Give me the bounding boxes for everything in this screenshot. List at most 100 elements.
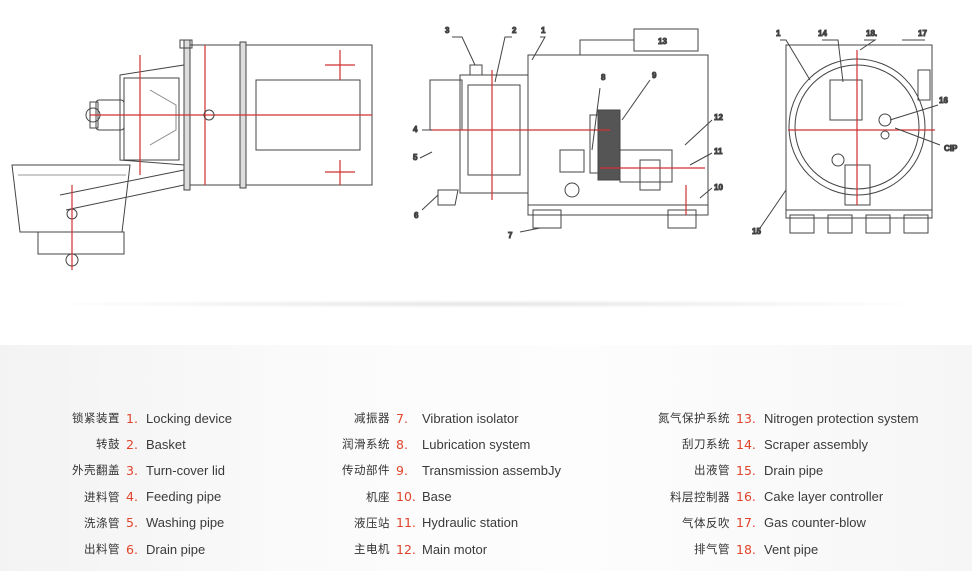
- legend-en: Main motor: [422, 541, 488, 557]
- legend-zh: 转鼓: [96, 437, 120, 452]
- callout-10: 10: [714, 183, 723, 192]
- legend-en: Cake layer controller: [764, 489, 884, 505]
- legend-item: 转鼓 2. Basket: [48, 431, 232, 457]
- legend-item: 出料管 6. Drain pipe: [48, 536, 232, 562]
- callout-7: 7: [508, 231, 513, 240]
- legend-en: Drain pipe: [764, 462, 824, 478]
- legend-item: 刮刀系统 14. Scraper assembly: [644, 431, 919, 457]
- legend-num: 1.: [126, 410, 138, 426]
- legend-en: Vent pipe: [764, 541, 819, 557]
- legend-num: 14.: [736, 436, 756, 452]
- legend-en: Lubrication system: [422, 436, 531, 452]
- legend-en: Turn-cover lid: [146, 462, 225, 478]
- callout-17: 17: [918, 29, 927, 38]
- legend-item: 液压站 11. Hydraulic station: [328, 510, 561, 536]
- legend-num: 17.: [736, 515, 756, 531]
- callout-12: 12: [714, 113, 723, 122]
- legend-num: 11.: [396, 515, 416, 531]
- legend-item: 出液管 15. Drain pipe: [644, 457, 919, 483]
- legend-item: 润滑系统 8. Lubrication system: [328, 431, 561, 457]
- legend-item: 洗涤管 5. Washing pipe: [48, 510, 232, 536]
- legend-zh: 锁紧装置: [72, 411, 120, 426]
- legend-zh: 传动部件: [342, 463, 390, 478]
- legend-item: 气体反吹 17. Gas counter-blow: [644, 510, 919, 536]
- legend-column-1: 锁紧装置 1. Locking device 转鼓 2. Basket 外壳翻盖 3. Tu…: [48, 405, 232, 562]
- callout-1-front: 1: [776, 29, 781, 38]
- legend-item: 外壳翻盖 3. Turn-cover lid: [48, 457, 232, 483]
- legend-zh: 排气管: [694, 542, 730, 557]
- legend-en: Transmission assembJy: [422, 462, 561, 478]
- callout-2: 2: [512, 26, 517, 35]
- legend-item: 传动部件 9. Transmission assembJy: [328, 457, 561, 483]
- legend-zh: 液压站: [354, 515, 390, 530]
- callout-9: 9: [652, 71, 657, 80]
- legend-zh: 减振器: [354, 411, 390, 426]
- parts-legend: 锁紧装置 1. Locking device 转鼓 2. Basket 外壳翻盖 3. Tu…: [0, 345, 972, 571]
- legend-en: Gas counter-blow: [764, 515, 866, 531]
- legend-num: 2.: [126, 436, 138, 452]
- legend-zh: 外壳翻盖: [72, 463, 120, 478]
- callout-18: 18.: [866, 29, 877, 38]
- legend-zh: 出料管: [84, 542, 120, 557]
- legend-zh: 润滑系统: [342, 437, 390, 452]
- legend-item: 排气管 18. Vent pipe: [644, 536, 919, 562]
- legend-item: 主电机 12. Main motor: [328, 536, 561, 562]
- callout-11: 11: [714, 147, 723, 156]
- callout-5: 5: [413, 153, 418, 162]
- callout-6: 6: [414, 211, 419, 220]
- callout-4: 4: [413, 125, 418, 134]
- legend-zh: 出液管: [694, 463, 730, 478]
- divider-shadow: [30, 300, 942, 308]
- legend-column-3: 氮气保护系统 13. Nitrogen protection system 刮刀系统…: [644, 405, 919, 562]
- callout-8: 8: [601, 73, 606, 82]
- callout-1: 1: [541, 26, 546, 35]
- legend-item: 进料管 4. Feeding pipe: [48, 484, 232, 510]
- legend-zh: 机座: [366, 489, 390, 504]
- legend-en: Nitrogen protection system: [764, 410, 919, 426]
- legend-num: 16.: [736, 489, 756, 505]
- legend-num: 12.: [396, 541, 416, 557]
- legend-num: 9.: [396, 462, 408, 478]
- centrifuge-technical-drawing: 3 2 1 13 8 9 4 12 5 11 10 6 7: [11, 26, 959, 270]
- legend-num: 6.: [126, 541, 138, 557]
- callout-15: 15: [752, 227, 761, 236]
- legend-zh: 料层控制器: [670, 489, 730, 504]
- legend-num: 7.: [396, 410, 408, 426]
- legend-en: Drain pipe: [146, 541, 206, 557]
- legend-en: Feeding pipe: [146, 489, 222, 505]
- callout-14: 14: [818, 29, 827, 38]
- callout-3: 3: [445, 26, 450, 35]
- legend-zh: 进料管: [84, 489, 120, 504]
- legend-en: Locking device: [146, 410, 232, 426]
- legend-item: 氮气保护系统 13. Nitrogen protection system: [644, 405, 919, 431]
- callout-13: 13: [658, 37, 667, 46]
- legend-num: 13.: [736, 410, 756, 426]
- legend-en: Washing pipe: [146, 515, 225, 531]
- callout-cip: CIP: [944, 144, 958, 153]
- side-view-labeled: 3 2 1 13 8 9 4 12 5 11 10 6 7: [413, 26, 724, 241]
- legend-zh: 刮刀系统: [682, 437, 730, 452]
- legend-en: Base: [422, 489, 452, 505]
- side-view-open: [11, 39, 373, 270]
- legend-item: 料层控制器 16. Cake layer controller: [644, 484, 919, 510]
- legend-num: 5.: [126, 515, 138, 531]
- front-view: 1 14 18. 17 16 CIP 15: [752, 29, 959, 237]
- legend-num: 3.: [126, 462, 138, 478]
- legend-item: 机座 10. Base: [328, 484, 561, 510]
- legend-item: 锁紧装置 1. Locking device: [48, 405, 232, 431]
- legend-en: Scraper assembly: [764, 436, 869, 452]
- legend-num: 10.: [396, 489, 416, 505]
- legend-zh: 洗涤管: [84, 515, 120, 530]
- legend-en: Hydraulic station: [422, 515, 519, 531]
- legend-en: Basket: [146, 436, 186, 452]
- legend-num: 8.: [396, 436, 408, 452]
- legend-zh: 主电机: [354, 542, 390, 557]
- legend-zh: 气体反吹: [682, 515, 730, 530]
- legend-num: 4.: [126, 489, 138, 505]
- legend-num: 18.: [736, 541, 756, 557]
- legend-num: 15.: [736, 462, 756, 478]
- callout-16: 16: [939, 96, 948, 105]
- legend-zh: 氮气保护系统: [658, 411, 730, 426]
